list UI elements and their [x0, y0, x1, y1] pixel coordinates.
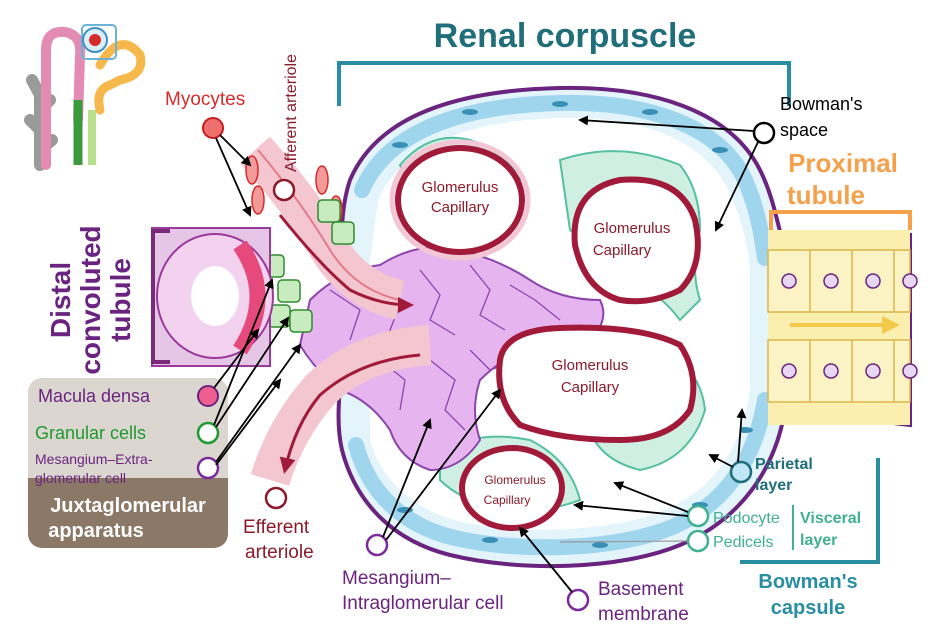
distal-tubule-bracket: [151, 229, 170, 364]
label-basement-line2: membrane: [598, 604, 689, 625]
distal-title-line3: tubule: [105, 258, 136, 342]
bowmans-capsule-title-line2: capsule: [771, 597, 845, 619]
label-podocyte: Podocyte: [713, 510, 780, 527]
label-basement-line1: Basement: [598, 579, 684, 600]
renal-corpuscle-bracket: [337, 61, 791, 106]
capillary-1-label-line1: Glomerulus: [422, 179, 499, 196]
capillary-2: Glomerulus Capillary: [571, 176, 701, 305]
label-parietal-line2: layer: [755, 477, 792, 494]
label-visceral-line1: Visceral: [800, 510, 861, 527]
capillary-4-label-line2: Capillary: [484, 493, 531, 507]
label-pedicels: Pedicels: [713, 534, 773, 551]
myocytes-marker: [202, 117, 224, 139]
capillary-1-label-line2: Capillary: [431, 199, 490, 216]
capillary-3: Glomerulus Capillary: [496, 324, 697, 444]
macula-densa-pointer: [213, 328, 260, 389]
label-granular-cells: Granular cells: [35, 423, 146, 443]
mesangium-extra-marker: [196, 456, 220, 480]
granular-cells-marker: [196, 421, 220, 445]
label-afferent-arteriole: Afferent arteriole: [283, 54, 300, 172]
capillary-2-label-line1: Glomerulus: [594, 220, 671, 237]
label-mesangium-intra-line1: Mesangium–: [342, 568, 451, 589]
label-mesangium-intra-line2: Intraglomerular cell: [342, 593, 504, 614]
efferent-marker: [264, 486, 288, 510]
proximal-tubule-bracket: [769, 210, 912, 230]
podocyte-pointer-1: [613, 481, 689, 513]
parietal-nuclei: [392, 101, 753, 548]
basement-membrane-pointer: [518, 526, 573, 593]
myocytes-pointer-1: [219, 134, 252, 167]
myocytes-pointer-2: [215, 137, 252, 217]
bowmans-space-pointer-1: [578, 115, 755, 132]
jga-title-line2: apparatus: [48, 520, 144, 542]
label-efferent-line1: Efferent: [243, 517, 310, 538]
granular-cells-pointer-2: [215, 316, 290, 428]
bowmans-capsule-bracket: [740, 458, 880, 564]
capillary-2-label-line2: Capillary: [593, 242, 652, 259]
capillary-4: Glomerulus Capillary: [459, 445, 565, 531]
nephron-thumbnail: [24, 24, 146, 171]
label-mesangium-extra-line1: Mesangium–Extra-: [35, 451, 153, 467]
podocyte-marker: [686, 504, 710, 528]
renal-corpuscle-title: Renal corpuscle: [434, 17, 697, 55]
label-macula-densa: Macula densa: [38, 386, 151, 406]
distal-title-line1: Distal: [45, 262, 76, 338]
bowmans-capsule-title-line1: Bowman's: [758, 571, 857, 593]
mesangium-intra-marker: [365, 533, 389, 557]
pedicels-pointer: [559, 540, 689, 543]
parietal-pointer-1: [736, 408, 747, 463]
mesangium-extra-pointer-2: [215, 378, 282, 466]
parietal-layer-marker: [729, 460, 753, 484]
capillary-4-label-line1: Glomerulus: [484, 473, 545, 487]
afferent-arteriole: [240, 136, 414, 320]
mesangium-intra-pointer-1: [382, 418, 432, 538]
label-visceral-line2: layer: [800, 532, 837, 549]
pedicels-marker: [686, 529, 710, 553]
proximal-tubule-title-line1: Proximal: [788, 148, 898, 178]
capillary-3-label-line2: Capillary: [561, 379, 620, 396]
proximal-tubule: [767, 230, 918, 425]
bowmans-space-pointer-2: [714, 141, 759, 232]
label-mesangium-extra-line2: glomerular cell: [35, 470, 126, 486]
label-parietal-line1: Parietal: [755, 456, 813, 473]
bowmans-space-marker: [752, 121, 776, 145]
proximal-tubule-title-line2: tubule: [787, 180, 865, 210]
label-bowmans-space-line1: Bowman's: [780, 94, 862, 114]
granular-cells-pointer-1: [213, 278, 274, 426]
capillary-3-label-line1: Glomerulus: [552, 357, 629, 374]
distal-tubule-title: Distal convoluted tubule: [45, 225, 136, 374]
efferent-arteriole: [250, 325, 432, 487]
afferent-marker: [272, 178, 296, 202]
distal-tubule: [151, 227, 274, 367]
label-efferent-line2: arteriole: [245, 542, 314, 563]
distal-title-line2: convoluted: [75, 225, 106, 374]
capillary-1: Glomerulus Capillary: [389, 139, 531, 261]
label-bowmans-space-line2: space: [780, 120, 828, 140]
label-myocytes: Myocytes: [165, 89, 245, 110]
juxtaglomerular-box: Juxtaglomerular apparatus: [28, 378, 228, 548]
mesangium-intra-pointer-2: [385, 388, 502, 541]
parietal-pointer-2: [708, 454, 734, 468]
basement-membrane-marker: [566, 588, 590, 612]
macula-densa-marker: [197, 385, 219, 407]
mesangium-extra-pointer-1: [215, 343, 302, 463]
jga-title-line1: Juxtaglomerular: [50, 495, 206, 517]
podocyte-pointer-2: [573, 500, 689, 517]
